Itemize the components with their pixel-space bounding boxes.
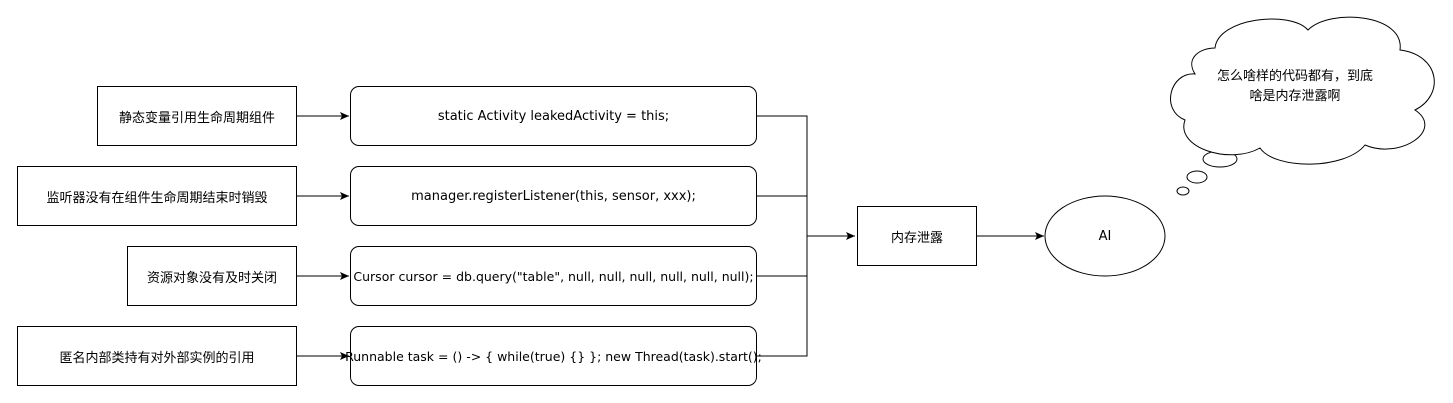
code-label: Runnable task = () -> { while(true) {} }… xyxy=(345,348,762,364)
connector-code-2 xyxy=(757,195,808,236)
thought-dot-small xyxy=(1176,186,1190,196)
thought-line-2: 啥是内存泄露啊 xyxy=(1249,89,1341,104)
code-box-cursor-query: Cursor cursor = db.query("table", null, … xyxy=(350,246,757,306)
code-box-register-listener: manager.registerListener(this, sensor, x… xyxy=(350,166,757,226)
connector-code-1 xyxy=(757,115,808,236)
cause-box-static-reference: 静态变量引用生命周期组件 xyxy=(97,86,297,146)
connector-code-3 xyxy=(757,236,808,277)
thought-cloud xyxy=(1170,16,1435,165)
cause-box-anonymous-inner-class: 匿名内部类持有对外部实例的引用 xyxy=(17,326,297,386)
memory-leak-label: 内存泄露 xyxy=(890,230,943,246)
thought-dot-medium xyxy=(1186,170,1208,184)
cause-label: 监听器没有在组件生命周期结束时销毁 xyxy=(46,190,268,206)
connector-code-4 xyxy=(757,236,808,357)
code-box-static-activity: static Activity leakedActivity = this; xyxy=(350,86,757,146)
thought-line-1: 怎么啥样的代码都有，到底 xyxy=(1216,69,1373,84)
code-label: static Activity leakedActivity = this; xyxy=(437,108,670,124)
thought-text: 怎么啥样的代码都有，到底 啥是内存泄露啊 xyxy=(1200,66,1390,108)
code-label: manager.registerListener(this, sensor, x… xyxy=(411,188,696,204)
code-label: Cursor cursor = db.query("table", null, … xyxy=(353,268,754,284)
code-box-runnable-thread: Runnable task = () -> { while(true) {} }… xyxy=(345,326,762,386)
cause-box-listener-not-destroyed: 监听器没有在组件生命周期结束时销毁 xyxy=(17,166,297,226)
cause-label: 静态变量引用生命周期组件 xyxy=(118,110,275,126)
cause-box-resource-not-closed: 资源对象没有及时关闭 xyxy=(127,246,297,306)
ai-label: AI xyxy=(1098,228,1112,244)
cause-label: 资源对象没有及时关闭 xyxy=(146,270,277,286)
memory-leak-box: 内存泄露 xyxy=(857,206,977,266)
cause-label: 匿名内部类持有对外部实例的引用 xyxy=(59,350,255,366)
ai-ellipse xyxy=(1044,195,1166,277)
